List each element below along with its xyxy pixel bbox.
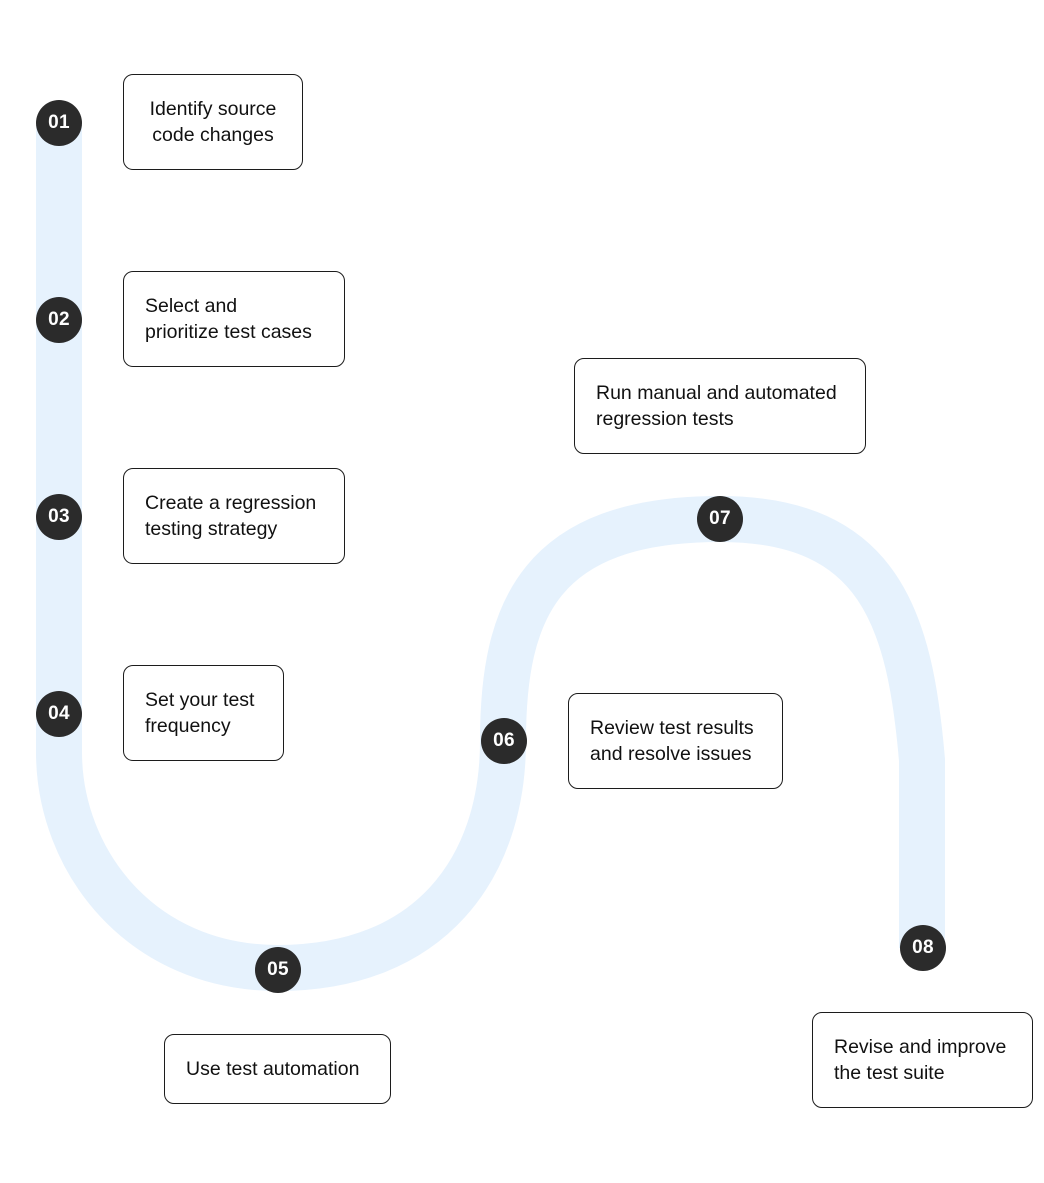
step-number: 05 [267,959,289,980]
step-marker-06: 06 [481,718,527,764]
step-label: Set your test frequency [145,689,255,737]
step-box-05: Use test automation [164,1034,391,1104]
step-label: Run manual and automated regression test… [596,382,837,430]
step-number: 02 [48,309,70,330]
step-number: 04 [48,703,70,724]
step-box-08: Revise and improve the test suite [812,1012,1033,1108]
step-label: Review test results and resolve issues [590,717,754,765]
step-label: Create a regression testing strategy [145,492,317,540]
step-box-03: Create a regression testing strategy [123,468,345,564]
step-label: Select and prioritize test cases [145,295,312,343]
step-marker-02: 02 [36,297,82,343]
step-label: Identify source code changes [149,98,277,146]
step-label: Use test automation [186,1058,360,1080]
step-number: 06 [493,730,515,751]
step-number: 01 [48,112,70,133]
step-marker-01: 01 [36,100,82,146]
step-box-01: Identify source code changes [123,74,303,170]
step-marker-08: 08 [900,925,946,971]
step-marker-04: 04 [36,691,82,737]
step-box-07: Run manual and automated regression test… [574,358,866,454]
step-number: 03 [48,506,70,527]
step-marker-07: 07 [697,496,743,542]
step-marker-03: 03 [36,494,82,540]
step-box-06: Review test results and resolve issues [568,693,783,789]
step-box-04: Set your test frequency [123,665,284,761]
step-marker-05: 05 [255,947,301,993]
step-box-02: Select and prioritize test cases [123,271,345,367]
step-number: 07 [709,508,731,529]
step-label: Revise and improve the test suite [834,1036,1007,1084]
step-number: 08 [912,937,934,958]
